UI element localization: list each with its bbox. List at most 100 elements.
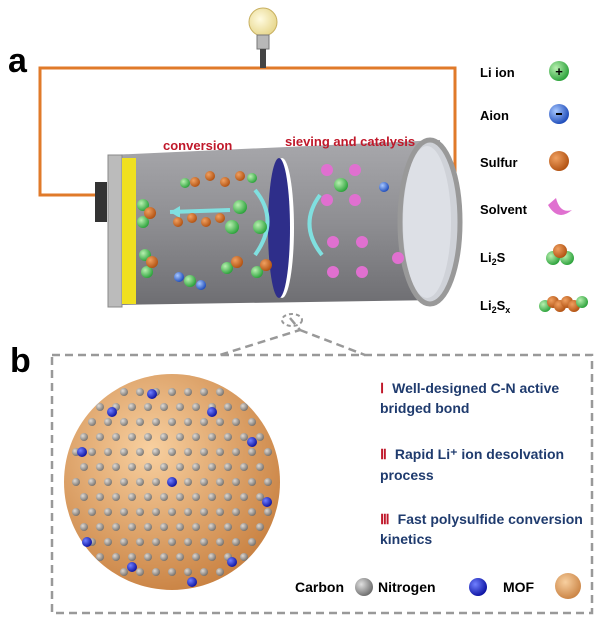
carbon-atom <box>176 493 184 501</box>
carbon-atom <box>192 463 200 471</box>
li2sx-icon <box>539 296 588 312</box>
solvent <box>321 194 333 206</box>
legend-solvent: Solvent <box>480 202 528 217</box>
carbon-atom <box>232 448 240 456</box>
li-ion <box>334 178 348 192</box>
carbon-atom <box>216 568 224 576</box>
carbon-atom <box>168 538 176 546</box>
carbon-atom <box>160 463 168 471</box>
carbon-atom <box>112 493 120 501</box>
carbon-atom <box>248 538 256 546</box>
carbon-atom <box>120 448 128 456</box>
nitrogen-atom <box>77 447 87 457</box>
atom <box>576 296 588 308</box>
carbon-atom <box>240 493 248 501</box>
point-2-cont: process <box>380 467 434 483</box>
nitrogen-atom <box>227 557 237 567</box>
carbon-atom <box>104 538 112 546</box>
carbon-atom <box>208 493 216 501</box>
carbon-atom <box>160 433 168 441</box>
carbon-atom <box>184 508 192 516</box>
carbon-atom <box>184 568 192 576</box>
solvent <box>321 164 333 176</box>
carbon-atom <box>168 568 176 576</box>
carbon-atom <box>256 463 264 471</box>
sieving-catalysis-label: sieving and catalysis <box>285 134 415 149</box>
carbon-atom <box>160 493 168 501</box>
legend-li-ion: Li ion <box>480 65 515 80</box>
carbon-atom <box>152 568 160 576</box>
nitrogen-atom <box>207 407 217 417</box>
carbon-atom <box>184 448 192 456</box>
legend-li2s: Li2S <box>480 250 506 267</box>
anion <box>174 272 184 282</box>
nitrogen-atom <box>147 389 157 399</box>
carbon-atom <box>136 418 144 426</box>
nitrogen-atom <box>262 497 272 507</box>
li-atom <box>251 266 263 278</box>
carbon-atom <box>216 478 224 486</box>
carbon-atom <box>208 433 216 441</box>
nitrogen-atom <box>107 407 117 417</box>
carbon-atom <box>136 568 144 576</box>
legend-li2sx: Li2Sx <box>480 298 510 315</box>
carbon-atom <box>216 508 224 516</box>
sulfur-atom <box>231 256 243 268</box>
carbon-atom <box>120 478 128 486</box>
li-ion <box>233 200 247 214</box>
carbon-atom <box>128 553 136 561</box>
carbon-atom <box>240 463 248 471</box>
carbon-atom <box>104 508 112 516</box>
carbon-atom <box>88 448 96 456</box>
carbon-atom <box>144 403 152 411</box>
carbon-atom <box>232 418 240 426</box>
carbon-atom <box>120 418 128 426</box>
carbon-atom <box>232 508 240 516</box>
carbon-atom <box>136 388 144 396</box>
carbon-atom <box>144 493 152 501</box>
carbon-atom <box>128 523 136 531</box>
carbon-atom <box>88 508 96 516</box>
carbon-atom <box>168 448 176 456</box>
carbon-atom <box>160 553 168 561</box>
carbon-atom <box>184 478 192 486</box>
carbon-atom <box>136 508 144 516</box>
sulfur-atom <box>215 213 225 223</box>
carbon-atom <box>224 463 232 471</box>
sulfur-atom <box>187 213 197 223</box>
carbon-atom <box>216 388 224 396</box>
carbon-atom <box>144 433 152 441</box>
carbon-atom <box>128 463 136 471</box>
carbon-atom <box>240 553 248 561</box>
legend-a: Li ion Aion Sulfur Solvent Li2S Li2Sx + <box>480 61 588 315</box>
carbon-atom <box>176 553 184 561</box>
conversion-label: conversion <box>163 138 232 153</box>
carbon-atom <box>152 448 160 456</box>
sulfur-atom <box>144 207 156 219</box>
carbon-icon <box>355 578 373 596</box>
carbon-atom <box>264 508 272 516</box>
sulfur-atom <box>220 177 230 187</box>
carbon-atom <box>200 418 208 426</box>
zoom-lines <box>219 317 366 357</box>
carbon-atom <box>96 523 104 531</box>
carbon-atom <box>128 403 136 411</box>
carbon-atom <box>120 568 128 576</box>
nitrogen-atom <box>187 577 197 587</box>
light-bulb-icon <box>248 7 278 68</box>
carbon-atom <box>184 538 192 546</box>
carbon-atom <box>192 523 200 531</box>
carbon-atom <box>112 463 120 471</box>
legend-sulfur: Sulfur <box>480 155 518 170</box>
carbon-atom <box>96 403 104 411</box>
carbon-atom <box>200 448 208 456</box>
legend-nitrogen: Nitrogen <box>378 579 436 595</box>
carbon-atom <box>224 523 232 531</box>
li-atom <box>247 173 257 183</box>
carbon-atom <box>176 523 184 531</box>
carbon-atom <box>96 553 104 561</box>
carbon-atom <box>80 493 88 501</box>
